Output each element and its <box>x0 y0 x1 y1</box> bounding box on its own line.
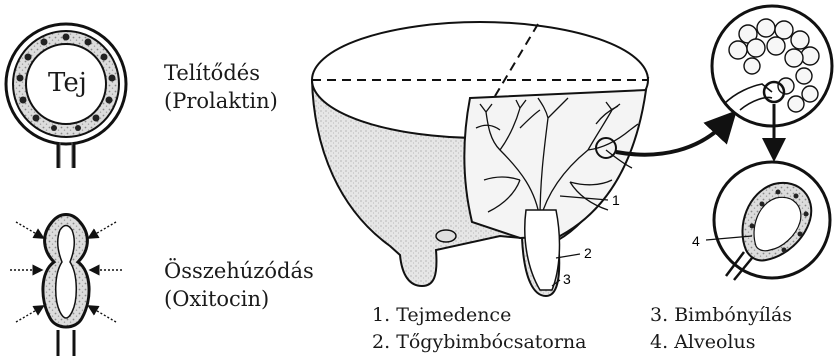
alveolus-contracted-illustration <box>10 215 122 357</box>
legend-item-3: 3. Bimbónyílás <box>650 303 792 328</box>
legend-label: Bimbónyílás <box>674 304 792 326</box>
saturation-hormone: (Prolaktin) <box>164 88 278 114</box>
legend-label: Tőgybimbócsatorna <box>396 331 586 353</box>
udder-illustration <box>312 22 648 296</box>
legend-number: 2. <box>372 331 390 353</box>
detail-callout-4: 4 <box>692 233 700 249</box>
legend-number: 1. <box>372 304 390 326</box>
saturation-title: Telítődés <box>164 60 260 86</box>
contraction-hormone: (Oxitocin) <box>164 286 269 312</box>
legend-item-1: 1. Tejmedence <box>372 303 511 328</box>
legend-number: 4. <box>650 331 668 353</box>
legend-label: Tejmedence <box>396 304 511 326</box>
legend-item-2: 2. Tőgybimbócsatorna <box>372 330 587 355</box>
alveolus-center-text: Tej <box>48 70 87 96</box>
alveolus-detail-illustration <box>706 162 830 280</box>
legend-label: Alveolus <box>674 331 755 353</box>
udder-callout-2: 2 <box>584 245 592 261</box>
legend-number: 3. <box>650 304 668 326</box>
lobule-magnified-illustration <box>712 6 832 150</box>
contraction-title: Összehúzódás <box>164 258 314 284</box>
udder-callout-1: 1 <box>612 192 620 208</box>
udder-callout-3: 3 <box>563 271 571 287</box>
legend-item-4: 4. Alveolus <box>650 330 755 355</box>
